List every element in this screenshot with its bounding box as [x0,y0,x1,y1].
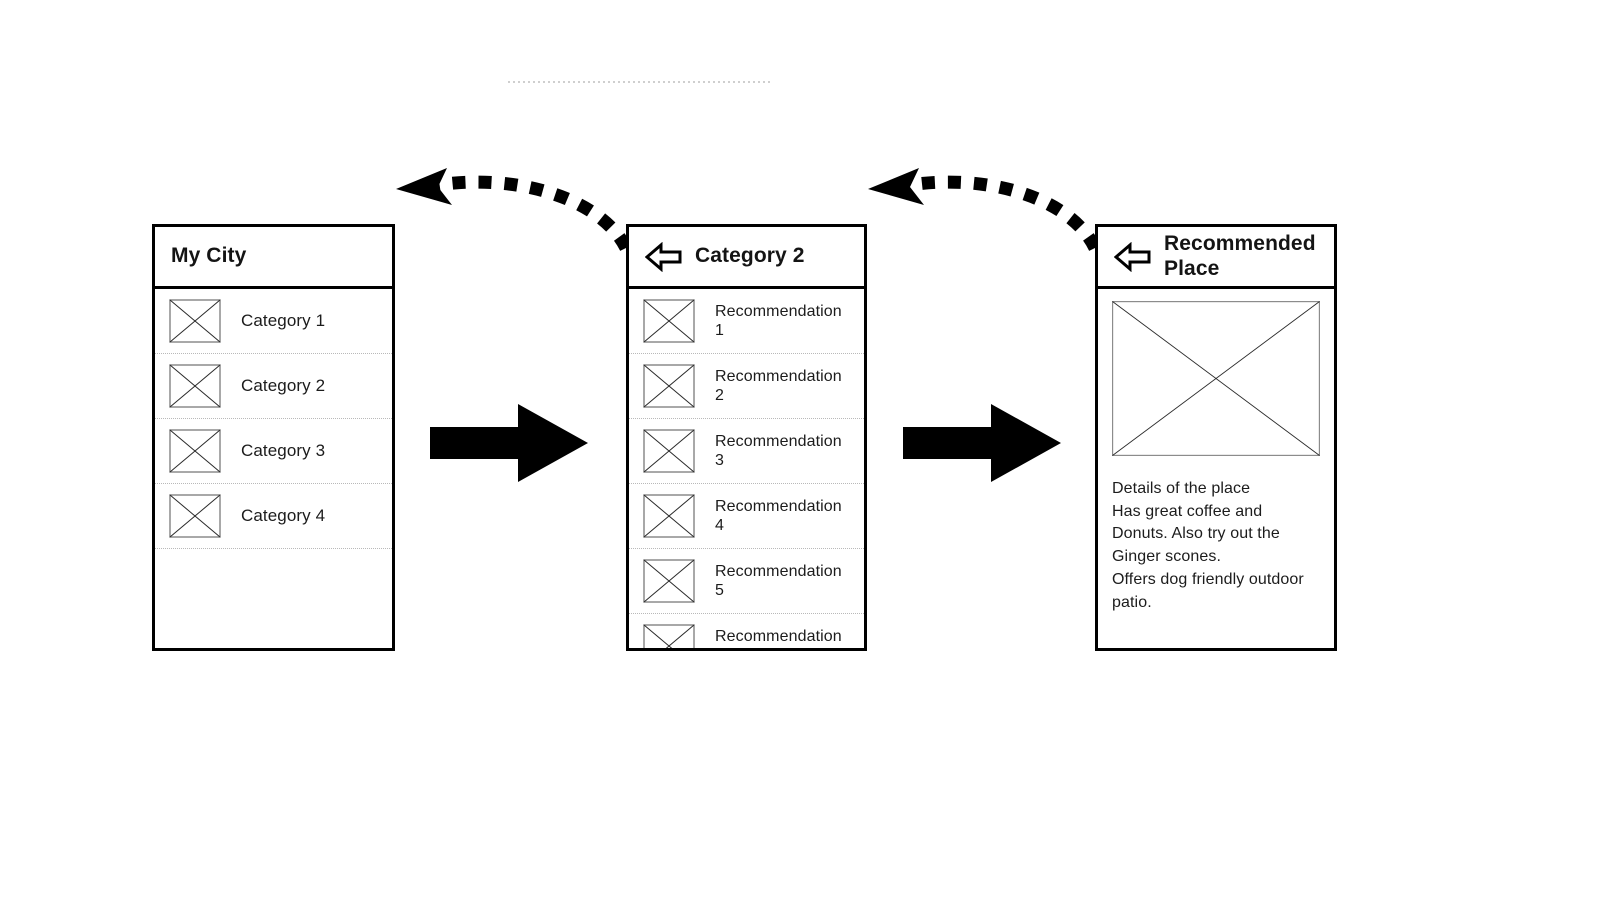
list-empty-space [155,549,392,644]
list-item-recommendation-5[interactable]: Recommendation 5 [629,549,864,614]
list-item-category-2[interactable]: Category 2 [155,354,392,419]
recommendation-list[interactable]: Recommendation 1 Recommendation 2 Recomm… [629,289,864,648]
header-recommended-place: Recommended Place [1098,227,1334,289]
list-item-label: Recommendation 2 [715,367,842,404]
image-placeholder-icon [169,299,221,343]
list-item-label: Recommendation 3 [715,432,842,469]
image-placeholder-icon [169,494,221,538]
image-placeholder-icon [643,299,695,343]
list-item-category-4[interactable]: Category 4 [155,484,392,549]
list-item-label: Category 2 [241,375,326,395]
forward-arrow-city-to-category [430,404,588,482]
header-category-2: Category 2 [629,227,864,289]
back-flow-arrow-category-to-city [396,168,632,252]
list-item-label: Recommendation 4 [715,497,842,534]
back-flow-arrow-place-to-category [868,168,1101,252]
image-placeholder-icon [643,364,695,408]
screen-my-city: My City Category 1 Category 2 [152,224,395,651]
list-item-label: Category 1 [241,310,326,330]
back-arrow-icon[interactable] [1114,241,1152,272]
place-description: Details of the place Has great coffee an… [1112,480,1304,611]
category-list: Category 1 Category 2 Category 3 [155,289,392,644]
image-placeholder-icon [643,429,695,473]
list-item-label: Recommendation 1 [715,302,842,339]
list-item-category-1[interactable]: Category 1 [155,289,392,354]
list-item-label: Category 3 [241,440,326,460]
list-item-category-3[interactable]: Category 3 [155,419,392,484]
back-arrow-icon[interactable] [645,241,683,272]
screen-recommended-place: Recommended Place Details of the place H… [1095,224,1337,651]
list-item-recommendation-2[interactable]: Recommendation 2 [629,354,864,419]
list-item-recommendation-4[interactable]: Recommendation 4 [629,484,864,549]
image-placeholder-icon [1112,301,1320,456]
image-placeholder-icon [169,364,221,408]
list-item-label: Category 4 [241,505,326,525]
place-detail-body: Details of the place Has great coffee an… [1098,289,1334,614]
image-placeholder-icon [643,494,695,538]
list-item-label: Recommendation 5 [715,562,842,599]
image-placeholder-icon [169,429,221,473]
forward-arrow-category-to-place [903,404,1061,482]
header-my-city: My City [155,227,392,289]
list-item-label: Recommendation 6 [715,627,842,648]
list-item-recommendation-1[interactable]: Recommendation 1 [629,289,864,354]
list-item-recommendation-3[interactable]: Recommendation 3 [629,419,864,484]
list-item-recommendation-6[interactable]: Recommendation 6 [629,614,864,648]
page-title: Recommended Place [1164,232,1316,280]
screen-category-2: Category 2 Recommendation 1 Recommendati… [626,224,867,651]
image-placeholder-icon [643,624,695,648]
page-title: Category 2 [695,244,805,268]
page-title: My City [171,244,247,268]
image-placeholder-icon [643,559,695,603]
